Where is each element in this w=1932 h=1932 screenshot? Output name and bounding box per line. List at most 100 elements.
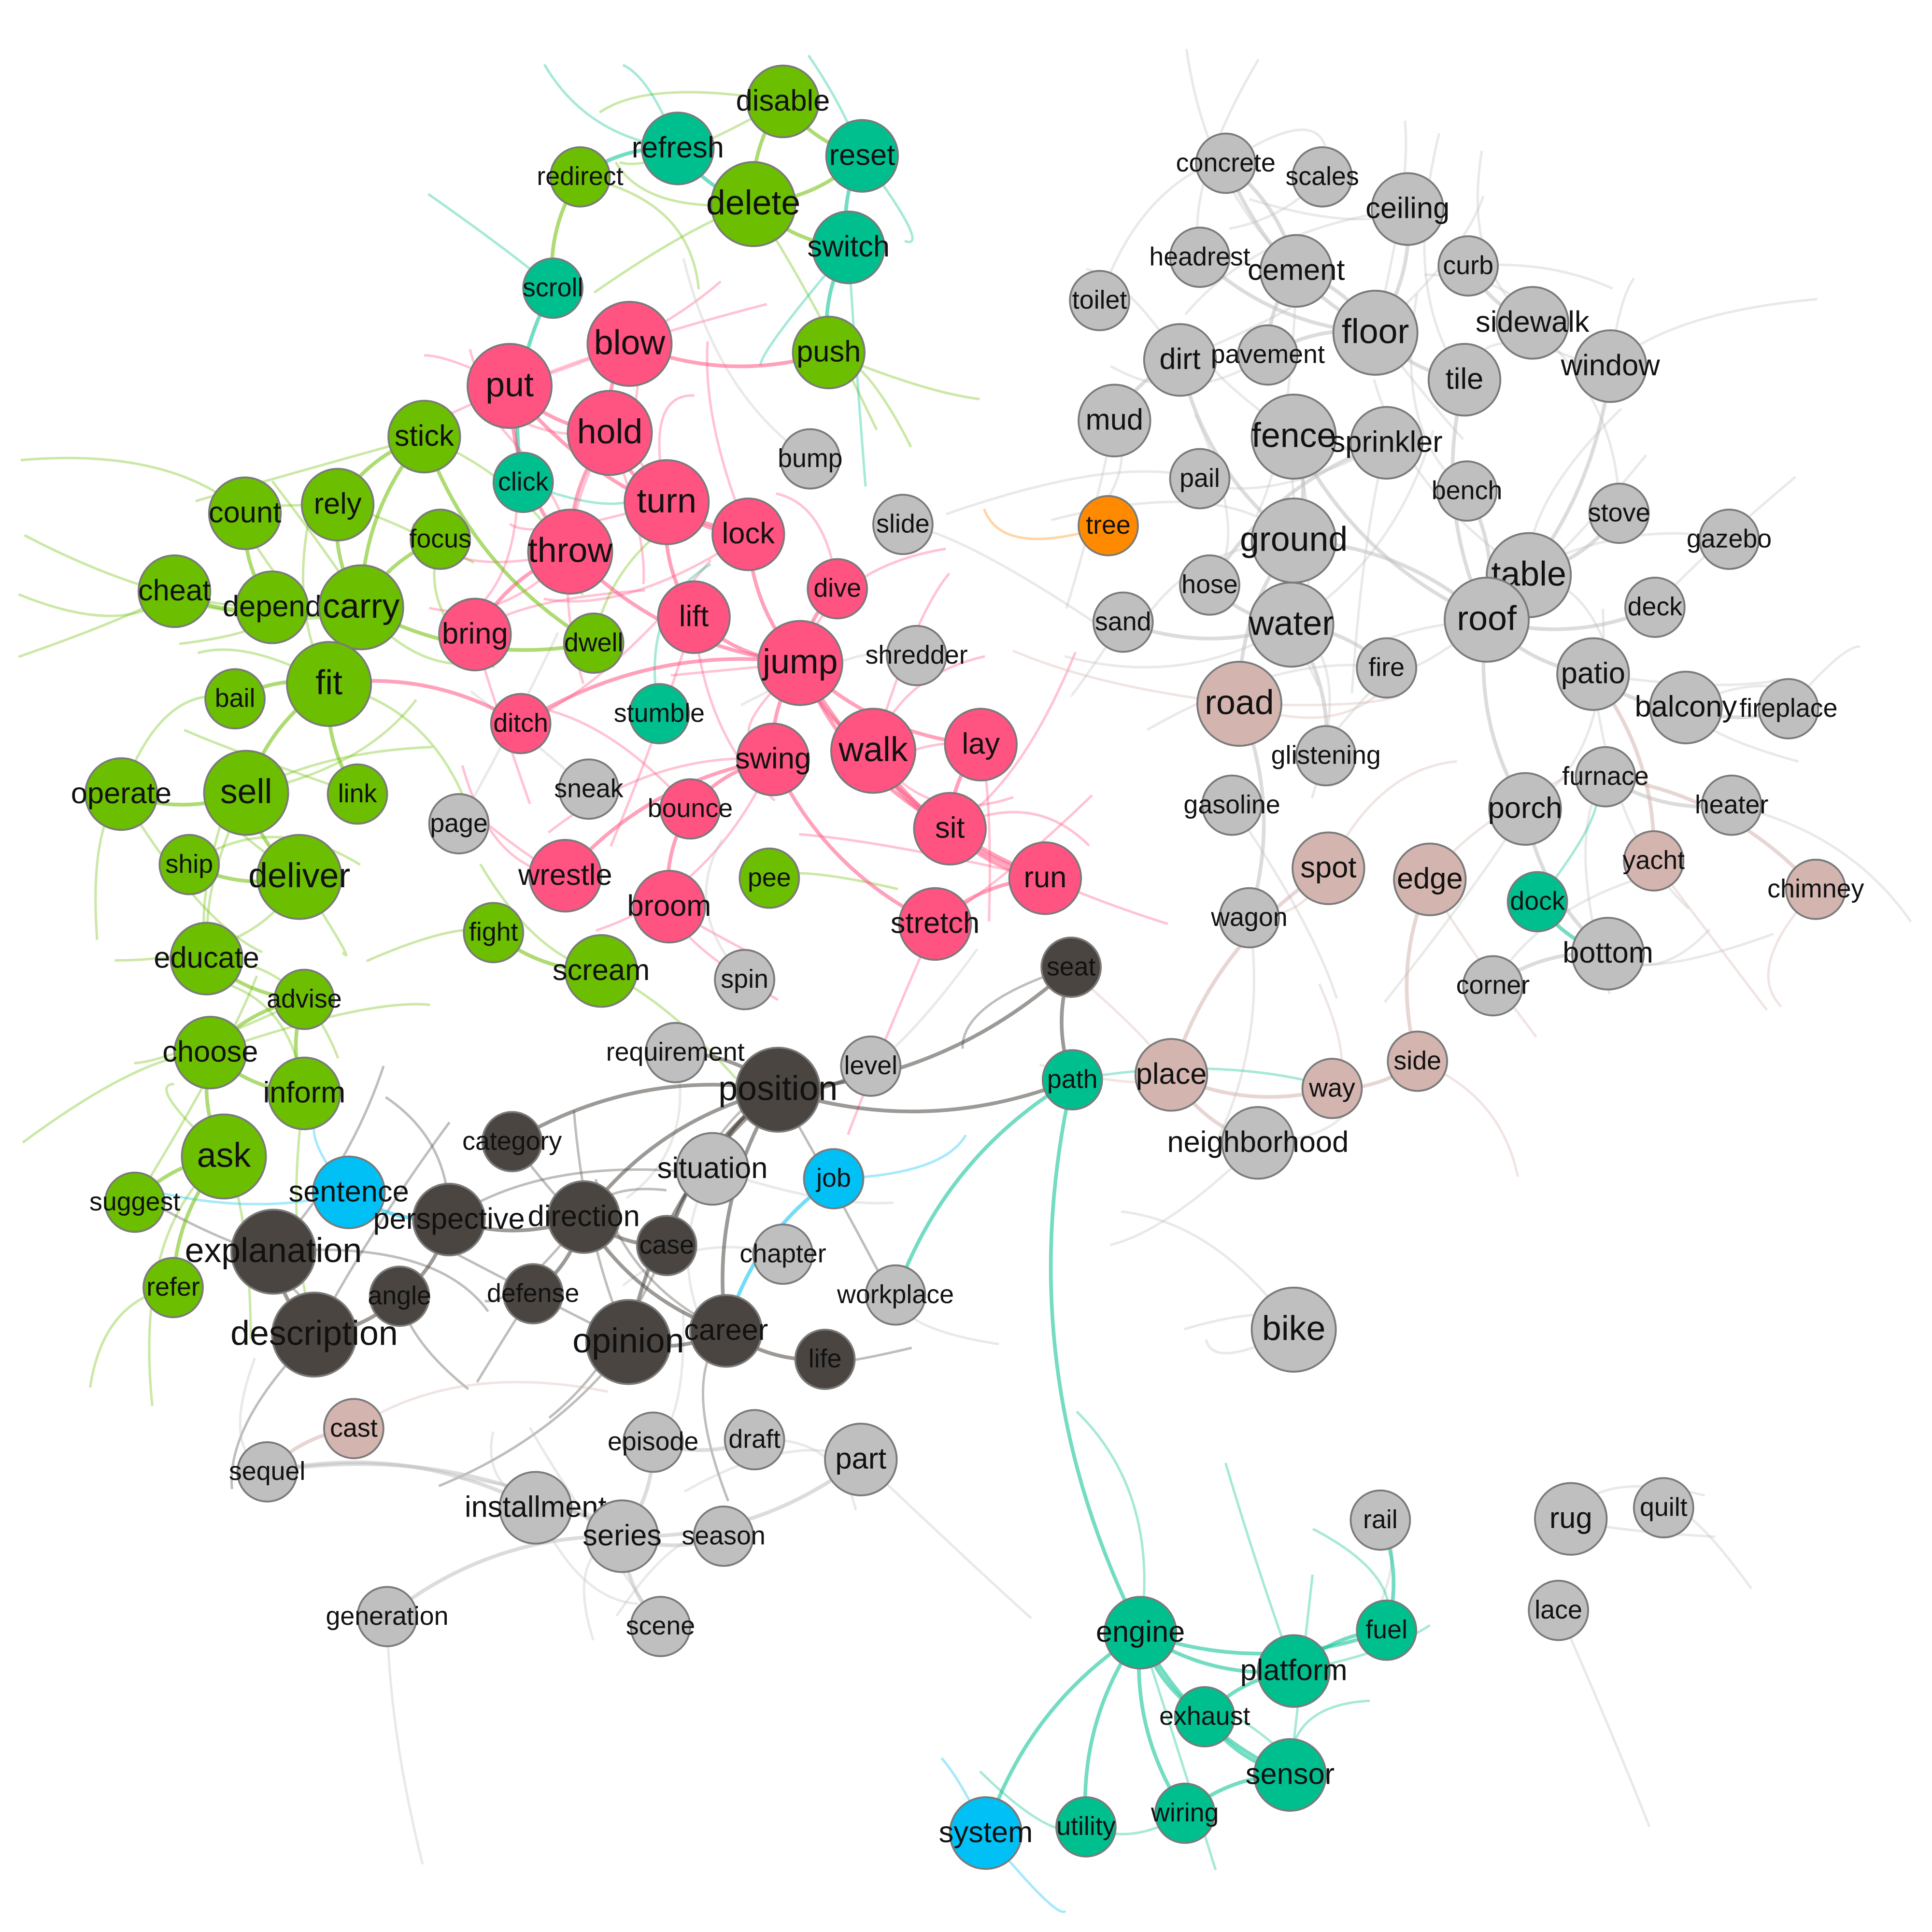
node-refresh[interactable]: refresh <box>632 112 724 185</box>
node-circle[interactable] <box>1495 286 1570 360</box>
node-stumble[interactable]: stumble <box>614 683 705 744</box>
node-circle[interactable] <box>137 554 212 628</box>
node-turn[interactable]: turn <box>624 459 710 545</box>
node-corner[interactable]: corner <box>1456 955 1530 1017</box>
node-circle[interactable] <box>1350 406 1423 480</box>
node-circle[interactable] <box>1219 887 1280 949</box>
node-circle[interactable] <box>1250 393 1337 480</box>
node-circle[interactable] <box>1248 582 1335 668</box>
node-cheat[interactable]: cheat <box>137 554 212 628</box>
node-description[interactable]: description <box>230 1292 398 1378</box>
node-circle[interactable] <box>1534 1482 1608 1556</box>
node-circle[interactable] <box>1462 955 1524 1017</box>
node-scales[interactable]: scales <box>1285 146 1359 208</box>
node-direction[interactable]: direction <box>528 1180 640 1254</box>
node-circle[interactable] <box>659 778 721 840</box>
node-episode[interactable]: episode <box>608 1411 698 1473</box>
node-circle[interactable] <box>1221 1106 1295 1180</box>
node-lace[interactable]: lace <box>1528 1579 1590 1641</box>
node-ask[interactable]: ask <box>181 1113 267 1200</box>
node-dwell[interactable]: dwell <box>563 612 625 674</box>
node-circle[interactable] <box>1332 289 1419 376</box>
node-bring[interactable]: bring <box>438 597 512 671</box>
node-dock[interactable]: dock <box>1506 871 1568 933</box>
node-perspective[interactable]: perspective <box>373 1182 525 1257</box>
node-pail[interactable]: pail <box>1169 448 1231 510</box>
node-circle[interactable] <box>158 834 220 895</box>
node-series[interactable]: series <box>582 1499 662 1573</box>
node-tree[interactable]: tree <box>1078 495 1139 556</box>
node-part[interactable]: part <box>824 1422 898 1496</box>
node-gasoline[interactable]: gasoline <box>1183 774 1280 836</box>
node-neighborhood[interactable]: neighborhood <box>1167 1106 1349 1180</box>
node-circle[interactable] <box>1169 227 1231 288</box>
node-circle[interactable] <box>502 1263 564 1324</box>
node-circle[interactable] <box>872 494 934 555</box>
node-bottom[interactable]: bottom <box>1563 917 1653 991</box>
node-circle[interactable] <box>1698 509 1760 570</box>
node-headrest[interactable]: headrest <box>1149 227 1250 288</box>
node-circle[interactable] <box>567 390 653 476</box>
node-life[interactable]: life <box>794 1328 856 1390</box>
node-circle[interactable] <box>1624 576 1686 638</box>
node-circle[interactable] <box>752 1223 814 1285</box>
node-fuel[interactable]: fuel <box>1356 1599 1418 1661</box>
node-circle[interactable] <box>886 625 947 686</box>
node-job[interactable]: job <box>803 1148 865 1209</box>
node-circle[interactable] <box>1143 323 1217 397</box>
node-bench[interactable]: bench <box>1432 460 1503 522</box>
node-water[interactable]: water <box>1248 582 1335 668</box>
node-reset[interactable]: reset <box>825 119 899 193</box>
node-quilt[interactable]: quilt <box>1633 1477 1694 1539</box>
node-circle[interactable] <box>1196 661 1282 747</box>
node-balcony[interactable]: balcony <box>1635 670 1737 744</box>
node-rail[interactable]: rail <box>1350 1489 1411 1551</box>
node-wrestle[interactable]: wrestle <box>518 838 612 913</box>
node-swing[interactable]: swing <box>735 723 811 796</box>
node-gazebo[interactable]: gazebo <box>1687 509 1772 570</box>
node-way[interactable]: way <box>1301 1058 1363 1119</box>
node-circle[interactable] <box>811 210 885 284</box>
node-depend[interactable]: depend <box>223 570 322 644</box>
node-circle[interactable] <box>739 847 800 909</box>
node-lock[interactable]: lock <box>711 497 785 571</box>
node-circle[interactable] <box>898 887 972 961</box>
node-stove[interactable]: stove <box>1588 483 1650 544</box>
node-level[interactable]: level <box>840 1036 902 1097</box>
node-circle[interactable] <box>1078 384 1151 457</box>
node-circle[interactable] <box>142 1257 204 1319</box>
node-spot[interactable]: spot <box>1292 831 1365 905</box>
node-season[interactable]: season <box>682 1506 766 1567</box>
node-circle[interactable] <box>1055 1796 1117 1858</box>
node-circle[interactable] <box>522 257 584 319</box>
node-circle[interactable] <box>1633 1477 1694 1539</box>
node-ground[interactable]: ground <box>1240 497 1348 584</box>
node-pavement[interactable]: pavement <box>1211 324 1325 386</box>
node-mud[interactable]: mud <box>1078 384 1151 457</box>
node-circle[interactable] <box>1174 1686 1236 1747</box>
node-roof[interactable]: roof <box>1444 576 1530 663</box>
node-circle[interactable] <box>492 452 554 513</box>
node-circle[interactable] <box>1179 554 1240 616</box>
node-broom[interactable]: broom <box>627 869 711 944</box>
node-chapter[interactable]: chapter <box>739 1223 826 1285</box>
node-advise[interactable]: advise <box>267 968 342 1030</box>
node-wagon[interactable]: wagon <box>1210 887 1288 949</box>
node-circle[interactable] <box>1387 1030 1449 1092</box>
node-lift[interactable]: lift <box>657 580 731 654</box>
node-circle[interactable] <box>1649 670 1723 744</box>
node-circle[interactable] <box>1134 1038 1208 1112</box>
node-side[interactable]: side <box>1387 1030 1449 1092</box>
node-circle[interactable] <box>944 708 1018 781</box>
node-circle[interactable] <box>84 757 158 831</box>
node-circle[interactable] <box>208 476 282 550</box>
node-sit[interactable]: sit <box>913 792 987 866</box>
node-path[interactable]: path <box>1041 1049 1103 1110</box>
node-circle[interactable] <box>724 1409 785 1471</box>
node-circle[interactable] <box>865 1264 926 1326</box>
node-circle[interactable] <box>412 1182 486 1257</box>
node-circle[interactable] <box>490 693 552 754</box>
node-circle[interactable] <box>628 683 690 744</box>
node-circle[interactable] <box>585 1299 671 1385</box>
node-blow[interactable]: blow <box>586 300 673 387</box>
